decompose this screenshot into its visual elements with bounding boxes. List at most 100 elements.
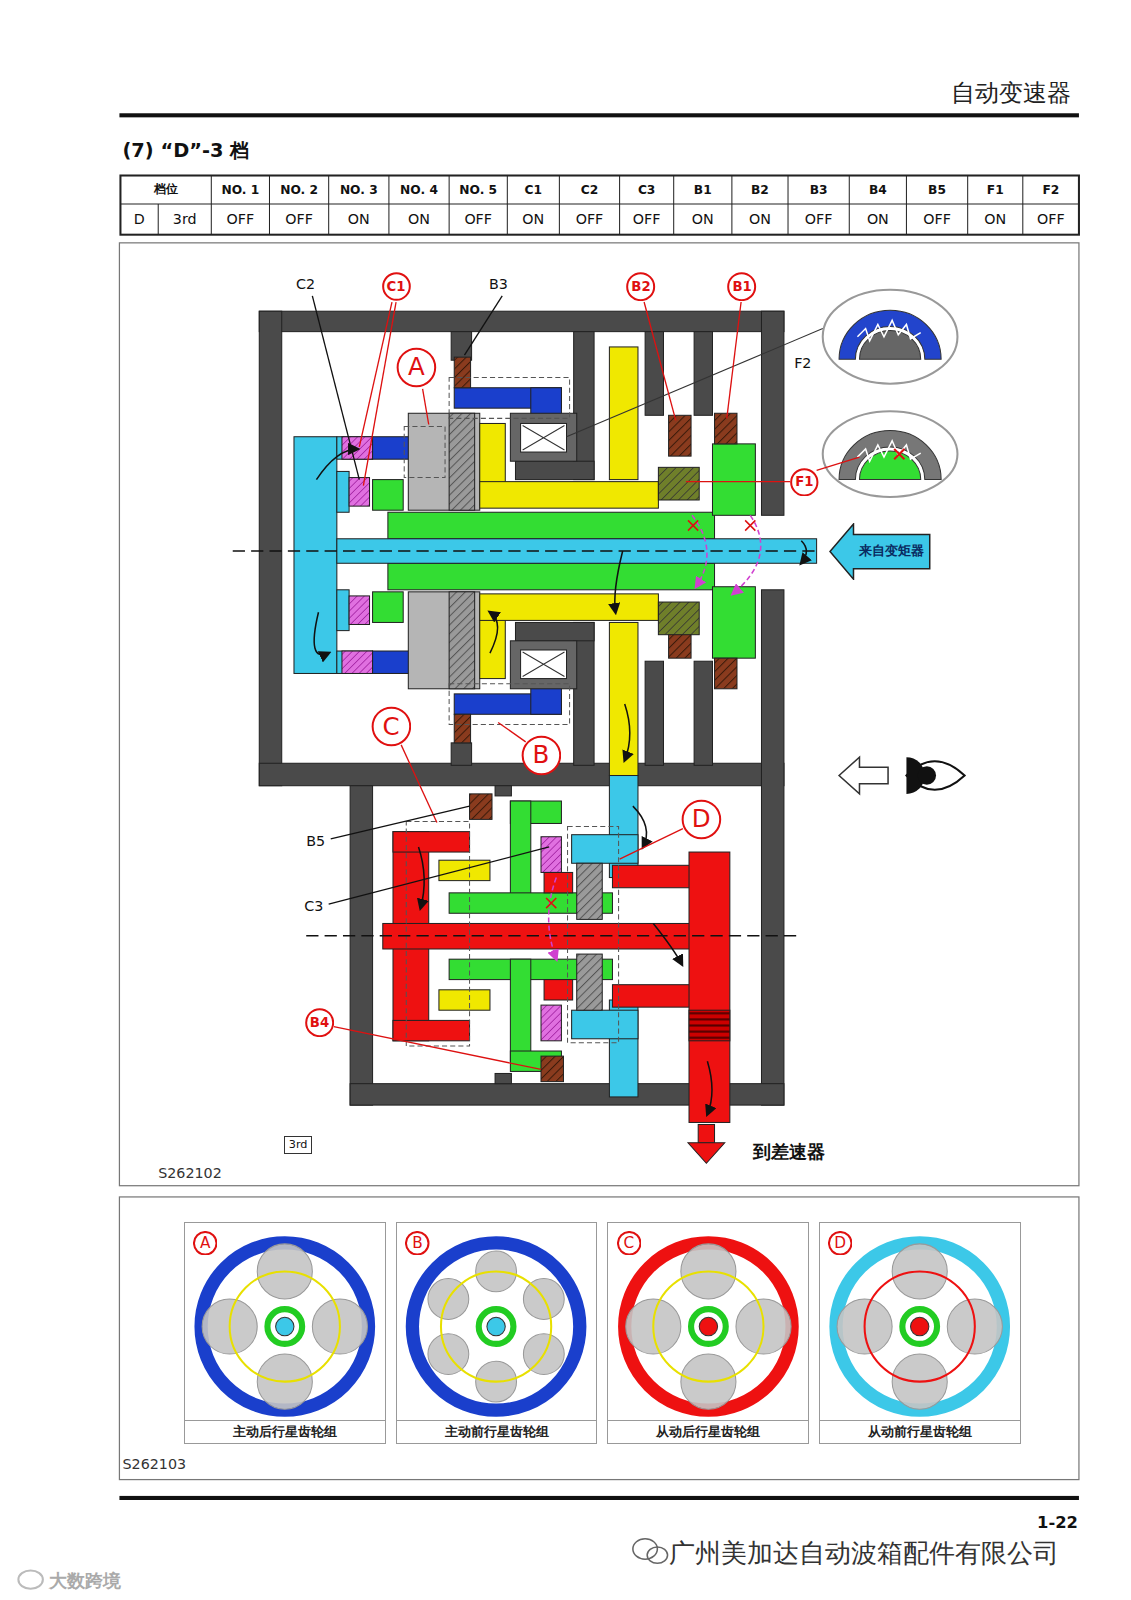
lower-gear-set [544, 980, 573, 1000]
page-title: (7) “D”-3 档 [122, 137, 249, 164]
upper-gear-set [449, 378, 569, 419]
leader-lines [620, 829, 683, 860]
part-label: 1-22 [1037, 1513, 1078, 1532]
upper-gear-set [337, 651, 373, 673]
table-cell: OFF [559, 204, 619, 235]
lower-gear-set [572, 835, 638, 864]
running-header: 自动变速器 [951, 76, 1071, 109]
clutch-insets [859, 451, 920, 480]
clutch-insets [839, 310, 941, 359]
upper-gear-set [609, 622, 638, 775]
table-cell: ON [329, 204, 389, 235]
center-lines [233, 550, 817, 551]
callout-outline [306, 1009, 333, 1036]
table-cell: OFF [788, 204, 849, 235]
callout-number: A [408, 355, 425, 380]
power-flow-arrows [633, 806, 647, 847]
state-table-grid [120, 176, 1078, 235]
clutch-insets [857, 320, 920, 340]
panel-caption: 主动前行星齿轮组 [397, 1420, 596, 1443]
table-cell: C1 [507, 176, 559, 205]
upper-gear-set [349, 596, 369, 625]
ring-gear [625, 1243, 792, 1410]
input-arrow: 来自变矩器 [829, 523, 931, 580]
callout-circle: A [193, 1231, 217, 1255]
leader-lines [686, 481, 790, 482]
callout-circle: C [371, 706, 412, 747]
table-cell: F2 [1023, 176, 1079, 205]
upper-gear-set [715, 658, 737, 689]
callout-number: D [834, 1236, 846, 1251]
state-table-grid [906, 176, 907, 235]
ring-gear [836, 1243, 1003, 1410]
housing [495, 786, 511, 796]
sun-gear [267, 1309, 302, 1344]
upper-gear-set [294, 437, 337, 674]
watermark-icon [633, 1539, 657, 1559]
table-cell: B1 [674, 176, 732, 205]
leader-lines [644, 302, 676, 420]
sun-gear [902, 1309, 937, 1344]
housing [451, 332, 471, 361]
callout-circle: F1 [790, 468, 819, 497]
callout-circle: D [681, 799, 722, 840]
leader-lines [464, 296, 502, 355]
table-cell: ON [507, 204, 559, 235]
lower-gear-set [698, 1124, 714, 1142]
page-rules [119, 113, 1079, 1500]
state-table-grid [731, 176, 732, 235]
upper-gear-set [337, 471, 349, 512]
table-cell: NO. 1 [211, 176, 269, 205]
table-cell: OFF [211, 204, 269, 235]
view-direction-icon [918, 766, 936, 784]
callout-number: B4 [310, 1016, 329, 1029]
leader-lines [334, 1027, 541, 1070]
leader-lines [359, 302, 392, 447]
table-cell: NO. 2 [269, 176, 328, 205]
housing [259, 311, 281, 785]
upper-gear-set [408, 592, 479, 689]
table-cell: 3rd [158, 204, 211, 235]
upper-gear-set [521, 650, 567, 679]
input-arrow-shape [830, 524, 930, 579]
part-label: 到差速器 [753, 1139, 825, 1164]
clutch-insets [839, 431, 941, 480]
leader-lines [423, 389, 429, 425]
sun-gear [479, 1309, 514, 1344]
table-cell: B4 [849, 176, 906, 205]
state-table-grid [211, 176, 212, 235]
upper-gear-set [523, 652, 565, 676]
state-table-grid [619, 176, 620, 235]
upper-gear-set [480, 482, 659, 509]
lower-gear-set [577, 954, 603, 1010]
watermark-icon [18, 1570, 42, 1588]
housing [259, 763, 784, 785]
housing [761, 590, 783, 1105]
upper-gear-set [404, 427, 445, 478]
callout-circle: C1 [382, 272, 411, 301]
state-table-grid [507, 176, 508, 235]
callout-number: A [200, 1236, 210, 1251]
power-flow-arrows [615, 551, 623, 612]
housing [694, 661, 712, 765]
callout-outline [522, 737, 560, 775]
power-flow-arrows [314, 449, 806, 1114]
upper-gear-set [712, 587, 755, 658]
power-flow-arrows [653, 923, 682, 964]
leader-lines [331, 806, 470, 839]
part-label: C2 [296, 276, 315, 292]
callout-circle: B [405, 1231, 429, 1255]
callout-circle: C [617, 1231, 641, 1255]
upper-gear-set [388, 512, 715, 539]
upper-gear-set [337, 437, 373, 459]
lower-gear-set [383, 776, 730, 1164]
upper-gear-set [449, 684, 569, 725]
shaft [276, 1317, 294, 1335]
housing [515, 461, 594, 479]
callout-outline [729, 273, 756, 300]
table-cell: OFF [906, 204, 967, 235]
view-direction-icon [839, 757, 965, 794]
callout-circle: B1 [727, 272, 756, 301]
